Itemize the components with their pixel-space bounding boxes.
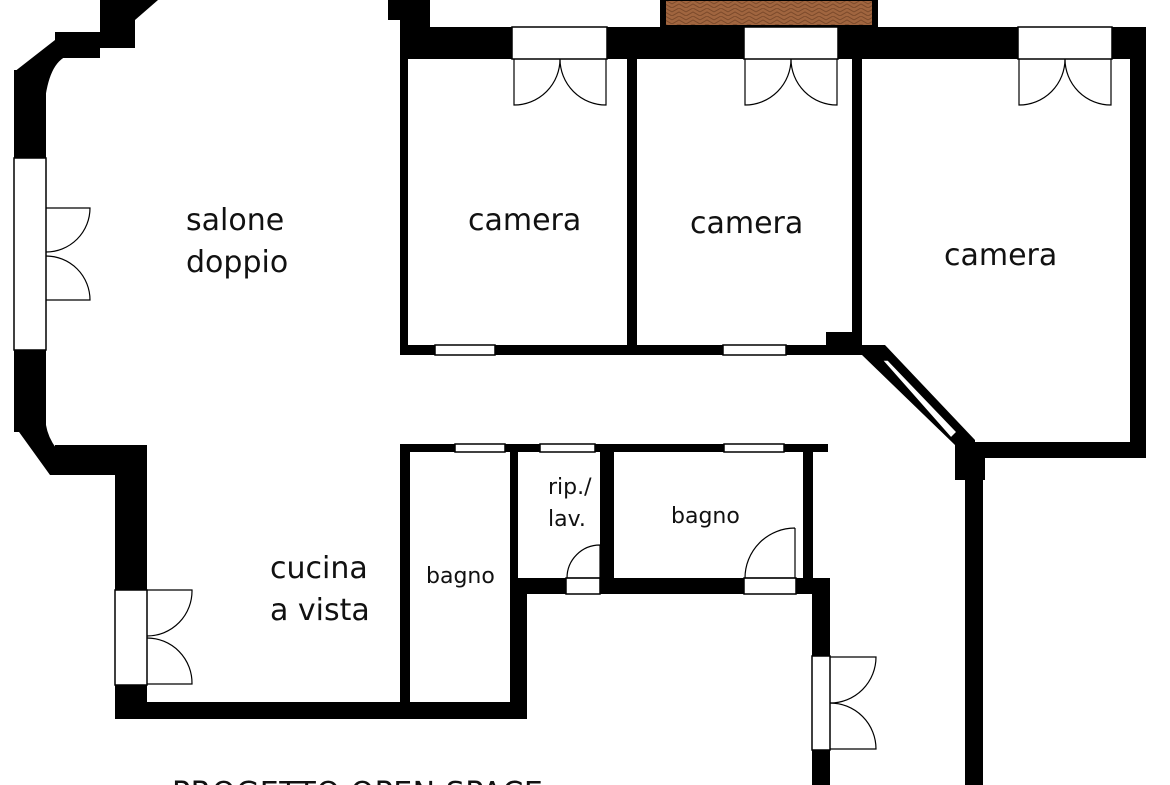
room-label-rip-line1: rip./: [548, 475, 592, 500]
room-label-cucina-line1: cucina: [270, 551, 368, 586]
room-label-camera-1: camera: [468, 203, 581, 238]
room-label-rip-line2: lav.: [548, 507, 586, 532]
room-label-salone-line2: doppio: [186, 245, 288, 280]
room-label-bagno-2: bagno: [671, 504, 740, 529]
room-label-camera-2: camera: [690, 206, 803, 241]
walls: [14, 0, 1146, 785]
balcony: [663, 0, 875, 27]
room-label-cucina-line2: a vista: [270, 593, 370, 628]
room-label-camera-3: camera: [944, 238, 1057, 273]
room-label-salone-line1: salone: [186, 203, 284, 238]
door-swings: [45, 58, 1112, 750]
windows: [13, 26, 1113, 751]
plan-title: PROGETTO OPEN SPACE: [172, 776, 543, 785]
room-label-bagno-1: bagno: [426, 564, 495, 589]
